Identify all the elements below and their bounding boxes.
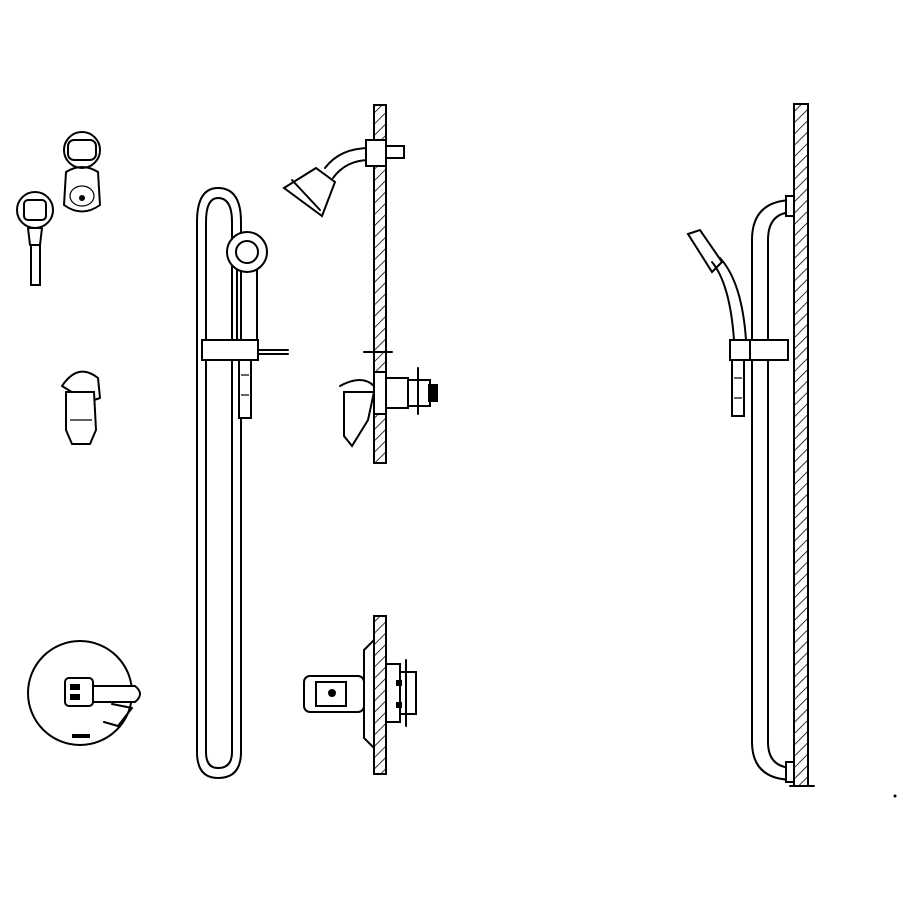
grab-bar-front — [196, 187, 242, 779]
stray-mark — [893, 794, 897, 798]
grab-bar-right — [751, 195, 795, 783]
fixed-shower-head-side — [282, 139, 405, 218]
valve-side-view — [339, 351, 438, 448]
slide-bracket-front — [201, 339, 289, 361]
wall-section-side — [373, 104, 387, 775]
shower-head-front-view — [63, 131, 101, 213]
valve-trim-front-view — [27, 640, 141, 746]
hand-shower-front-view — [16, 191, 54, 286]
valve-rough-in-side — [303, 637, 417, 751]
hand-shower-right — [686, 228, 789, 417]
volume-control-front-view — [61, 370, 101, 445]
wall-section-right — [789, 103, 815, 787]
hand-shower-front — [226, 231, 268, 419]
